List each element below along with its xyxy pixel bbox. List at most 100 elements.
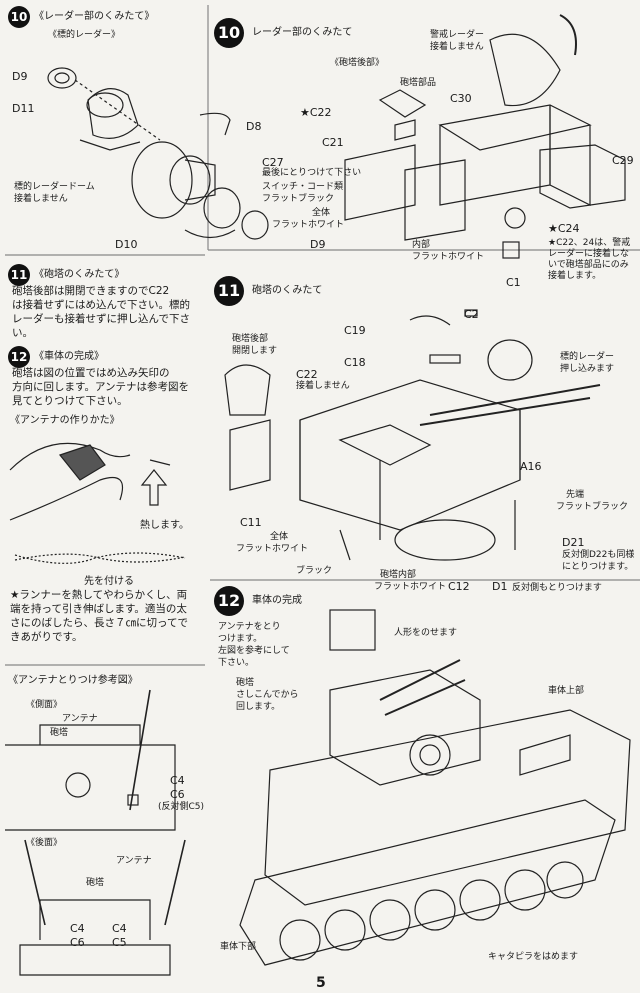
step-12-big-title: 車体の完成 [252,595,302,606]
label-c24: ★C24 [548,222,580,235]
antenna-ref-c4-r: C4 [112,922,127,935]
step-11-line-3: レーダーも接着せずに押し込んで下さ [12,313,190,325]
label-turret-rot-3: 回します。 [236,702,281,712]
step-11-text: 砲塔後部は開閉できますのでC22 は接着せずにはめ込んで下さい。標的 レーダーも… [12,284,207,340]
label-inner: 内部 [412,240,431,250]
turret-rear-subtitle: 《砲塔後部》 [330,58,385,68]
label-turret-inner-white: フラットホワイト [374,582,447,592]
antenna-heat-caption: 熱します。 [140,520,189,531]
label-switch-box: スイッチ・コード類 [262,182,344,192]
target-radar-subtitle: 《標的レーダー》 [48,30,121,40]
antenna-line-4: きあがりです。 [10,631,83,643]
label-d9b: D9 [310,238,326,251]
label-d11: D11 [12,102,35,115]
step-12-badge: 12 [8,346,30,368]
label-c19: C19 [344,324,366,337]
antenna-ref-antenna-2: アンテナ [116,856,152,866]
note-c22-c24: ★C22、24は、警戒レーダーに接着しないで砲塔部品にのみ接着します。 [548,238,631,281]
antenna-ref-c4-l: C4 [70,922,85,935]
step-11-title: 《砲塔のくみたて》 [34,269,125,280]
label-turret-inner: 砲塔内部 [380,570,417,580]
antenna-line-3: さにのばしたら、長さ７㎝に切ってで [10,617,188,629]
antenna-ref-c6-l: C6 [70,936,85,949]
label-ant-attach: アンテナをとり [218,622,281,632]
label-crew: 人形をのせます [394,628,458,638]
step-10-title: 《レーダー部のくみたて》 [34,11,155,22]
label-c30: C30 [450,92,472,105]
label-flat-white-1: フラットホワイト [272,220,345,230]
step-10-big-badge: 10 [214,18,244,48]
antenna-ref-c4: C4 [170,774,185,787]
label-c29: C29 [612,154,634,167]
antenna-make-text: ★ランナーを熱してやわらかくし、両 端を持って引き伸ばします。適当の太 さにのば… [10,588,205,644]
label-d1-note: 反対側もとりつけます [512,583,602,593]
label-d10: D10 [115,238,138,251]
label-c21: C21 [322,136,344,149]
label-all-2-white: フラットホワイト [236,544,309,554]
label-all-2: 全体 [270,532,289,542]
label-no-glue-3: 接着しません [296,381,350,391]
step-11-badge: 11 [8,264,30,286]
label-d21: D21 [562,536,585,549]
label-target-radar: 標的レーダー [560,352,615,362]
label-d21-note-1: 反対側D22も同様 [562,550,635,560]
label-push-in: 押し込みます [560,364,615,374]
step-11-line-1: 砲塔後部は開閉できますのでC22 [12,285,170,297]
antenna-line-2: 端を持って引き伸ばします。適当の太 [10,603,187,615]
label-a16: A16 [520,460,542,473]
label-first: 先端 [566,490,585,500]
label-flat-black: フラットブラック [262,194,335,204]
label-d21-note-2: にとりつけます。 [562,562,634,572]
label-turret-rot: 砲塔 [236,678,255,688]
step-12-line-2: 方向に回します。アンテナは参考図を [12,381,190,393]
label-target-dome: 標的レーダードーム [14,182,95,192]
step-11-big-badge: 11 [214,276,244,306]
step-12-line-1: 砲塔は図の位置ではめ込み矢印の [12,367,170,379]
label-track: キャタピラをはめます [488,952,579,962]
label-rear-open-2: 開閉します [232,346,278,356]
label-first-black: フラットブラック [556,502,629,512]
label-d9: D9 [12,70,28,83]
step-12-line-3: 見てとりつけて下さい。 [12,395,128,407]
antenna-make-title: 《アンテナの作りかた》 [10,415,120,426]
step-11-line-4: い。 [12,327,33,339]
label-d8: D8 [246,120,262,133]
antenna-line-1: ★ランナーを熱してやわらかくし、両 [10,589,188,601]
antenna-ref-turret-2: 砲塔 [86,878,105,888]
label-no-glue-1: 接着しません [14,194,68,204]
step-11-big-title: 砲塔のくみたて [252,285,323,296]
label-turret-rot-2: さしこんでから [236,690,299,700]
antenna-thin-caption: 先を付ける [84,576,134,587]
label-c1: C1 [506,276,521,289]
label-ant-attach-4: 下さい。 [218,658,255,668]
label-ant-attach-2: つけます。 [218,634,263,644]
antenna-ref-rear: 《後面》 [26,838,63,848]
label-turret-part: 砲塔部品 [400,78,437,88]
step-12-title: 《車体の完成》 [34,351,104,362]
label-warning-radar: 警戒レーダー [430,30,485,40]
label-c12: C12 [448,580,470,593]
step-12-big-badge: 12 [214,586,244,616]
label-hull-upper: 車体上部 [548,686,585,696]
step-10-big-title: レーダー部のくみたて [252,27,353,38]
label-c11: C11 [240,516,262,529]
antenna-ref-c6: C6 [170,788,185,801]
label-ant-attach-3: 左図を参考にして [218,646,290,656]
label-d1: D1 [492,580,508,593]
antenna-ref-c6-note: (反対側C5) [158,802,205,812]
antenna-ref-title: 《アンテナとりつけ参考図》 [8,675,138,686]
antenna-ref-antenna-1: アンテナ [62,714,98,724]
antenna-ref-turret-1: 砲塔 [50,728,69,738]
label-c27: C27 [262,156,284,169]
label-all-1: 全体 [312,208,331,218]
label-glue-last: 最後にとりつけて下さい [262,168,362,178]
label-c2: C2 [464,308,479,321]
label-black: ブラック [296,566,333,576]
label-no-glue-2: 接着しません [430,42,484,52]
label-rear-open: 砲塔後部 [232,334,269,344]
step-10-badge: 10 [8,6,30,28]
label-c18: C18 [344,356,366,369]
label-c22: ★C22 [300,106,332,119]
label-hull-lower: 車体下部 [220,942,257,952]
